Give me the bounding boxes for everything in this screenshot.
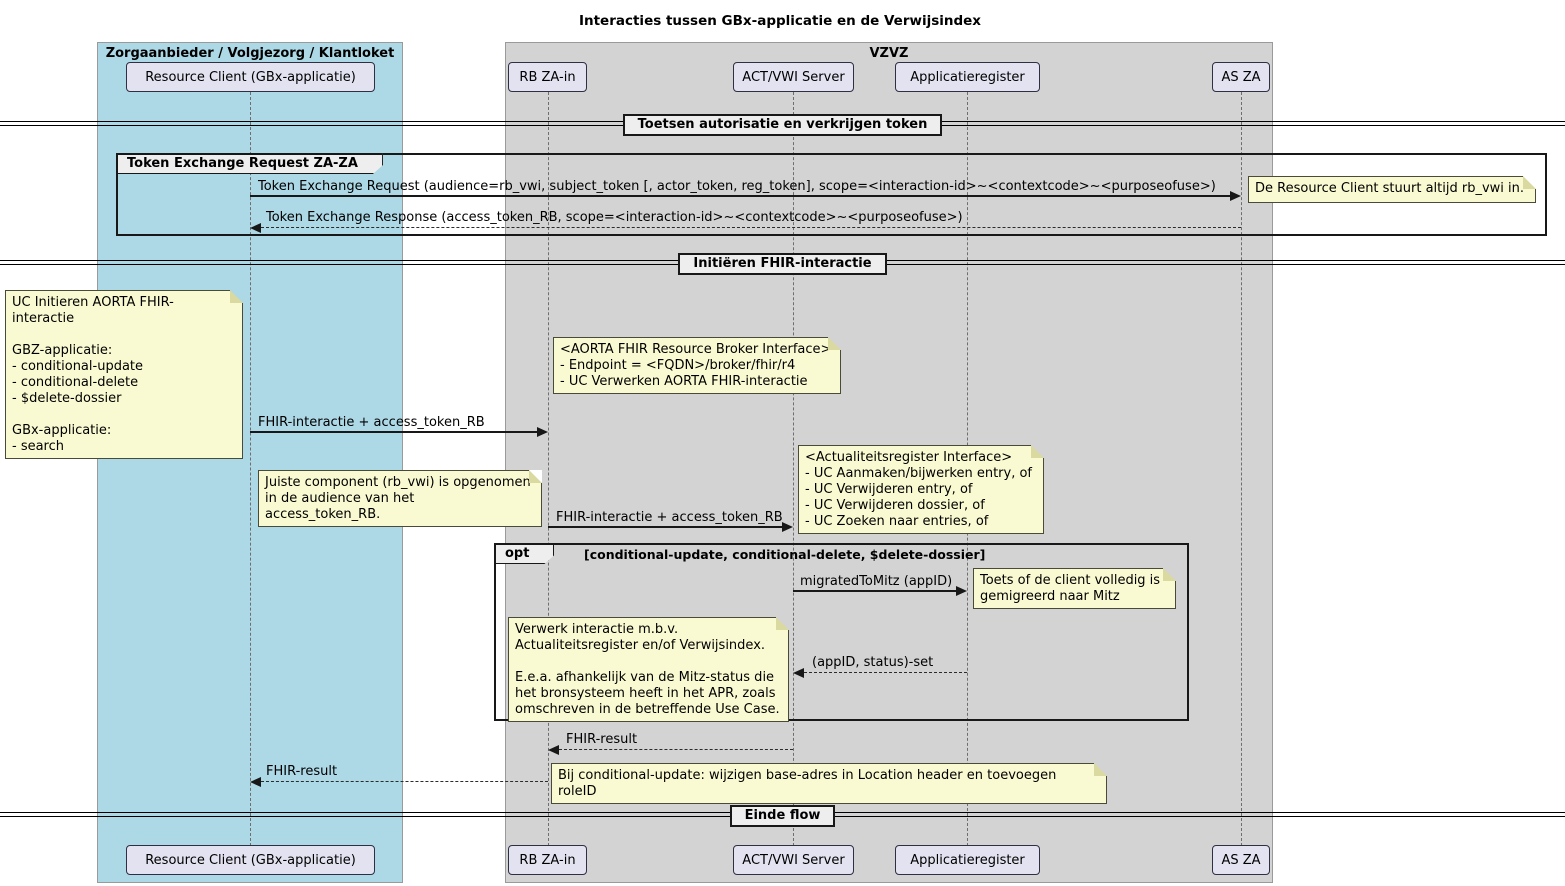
message-line [250, 195, 1230, 197]
arrowhead-left-icon [250, 777, 261, 787]
note-uc-initieren: UC Initieren AORTA FHIR-interactie GBZ-a… [5, 290, 243, 459]
frame-opt: opt [conditional-update, conditional-del… [494, 543, 1189, 721]
frame-opt-tab: opt [494, 543, 554, 564]
frame-opt-keyword: opt [505, 546, 530, 561]
message-line [548, 526, 782, 528]
frame-token-exchange: Token Exchange Request ZA-ZA [116, 153, 1547, 236]
participant-as-za-top: AS ZA [1212, 62, 1270, 92]
arrowhead-left-icon [250, 223, 261, 233]
note-verwerk-interactie: Verwerk interactie m.b.v. Actualiteitsre… [508, 617, 789, 722]
divider-2-label: Initiëren FHIR-interactie [678, 253, 887, 275]
message-line [261, 227, 1241, 228]
message-label: FHIR-interactie + access_token_RB [556, 510, 783, 525]
group-box-zorgaanbieder-label: Zorgaanbieder / Volgjezorg / Klantloket [105, 46, 395, 61]
divider-2: Initiëren FHIR-interactie [0, 252, 1565, 275]
divider-1: Toetsen autorisatie en verkrijgen token [0, 113, 1565, 136]
message-label: (appID, status)-set [812, 655, 934, 670]
lifeline-rb-za-in [548, 92, 549, 846]
message-line [261, 781, 548, 782]
participant-resource-client-bottom: Resource Client (GBx-applicatie) [126, 845, 375, 875]
divider-3: Einde flow [0, 804, 1565, 827]
arrowhead-right-icon [537, 427, 548, 437]
message-label: Token Exchange Response (access_token_RB… [266, 210, 963, 225]
message-label: migratedToMitz (appID) [800, 574, 953, 589]
message-line [804, 672, 967, 673]
participant-applicatieregister-bottom: Applicatieregister [895, 845, 1040, 875]
participant-rb-za-in-bottom: RB ZA-in [508, 845, 587, 875]
participant-as-za-bottom: AS ZA [1212, 845, 1270, 875]
note-toets-mitz-migratie: Toets of de client volledig is gemigreer… [973, 568, 1176, 609]
message-label: FHIR-result [266, 764, 338, 779]
participant-rb-za-in-top: RB ZA-in [508, 62, 587, 92]
lifeline-resource-client [250, 92, 251, 846]
message-label: FHIR-interactie + access_token_RB [258, 415, 485, 430]
arrowhead-right-icon [956, 586, 967, 596]
participant-applicatieregister-top: Applicatieregister [895, 62, 1040, 92]
arrowhead-left-icon [793, 668, 804, 678]
frame-token-exchange-tab: Token Exchange Request ZA-ZA [116, 153, 383, 174]
message-line [559, 749, 793, 750]
arrowhead-right-icon [1230, 191, 1241, 201]
note-aorta-fhir-broker-interface: <AORTA FHIR Resource Broker Interface> -… [553, 337, 841, 394]
note-resource-client-rb-vwi: De Resource Client stuurt altijd rb_vwi … [1248, 176, 1536, 203]
page-title: Interacties tussen GBx-applicatie en de … [578, 13, 982, 29]
divider-3-label: Einde flow [729, 805, 836, 827]
frame-opt-condition: [conditional-update, conditional-delete,… [584, 547, 986, 562]
lifeline-act-vwi-server [793, 92, 794, 846]
note-actualiteitsregister-interface: <Actualiteitsregister Interface> - UC Aa… [798, 445, 1044, 534]
arrowhead-right-icon [782, 522, 793, 532]
participant-resource-client-top: Resource Client (GBx-applicatie) [126, 62, 375, 92]
participant-act-vwi-server-top: ACT/VWI Server [733, 62, 854, 92]
divider-1-label: Toetsen autorisatie en verkrijgen token [622, 114, 943, 136]
lifeline-as-za [1241, 92, 1242, 846]
frame-token-exchange-label: Token Exchange Request ZA-ZA [127, 156, 358, 171]
arrowhead-left-icon [548, 745, 559, 755]
message-label: Token Exchange Request (audience=rb_vwi,… [258, 179, 1216, 194]
note-juiste-component: Juiste component (rb_vwi) is opgenomen i… [258, 470, 542, 527]
message-label: FHIR-result [566, 732, 638, 747]
message-line [250, 431, 537, 433]
message-line [793, 590, 956, 592]
participant-act-vwi-server-bottom: ACT/VWI Server [733, 845, 854, 875]
note-conditional-update-location: Bij conditional-update: wijzigen base-ad… [551, 763, 1107, 804]
group-box-vzvz-label: VZVZ [869, 46, 909, 61]
